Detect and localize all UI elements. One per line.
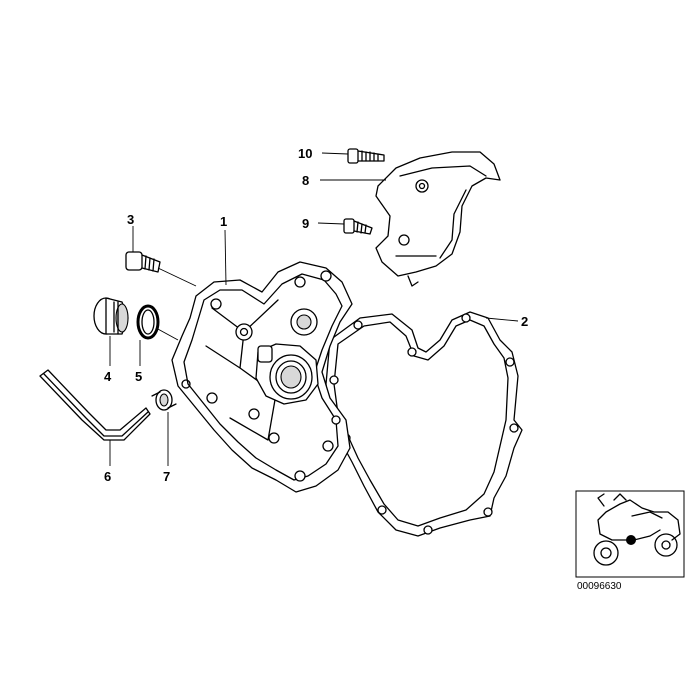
bolt-part-9[interactable]: [343, 218, 373, 235]
callout-labels: 1 2 3 4 5 6 7 8 9 10: [104, 146, 528, 484]
callout-3: 3: [127, 212, 134, 227]
leader-10: [321, 152, 349, 155]
callout-2: 2: [521, 314, 528, 329]
leader-lines: [109, 152, 519, 466]
leader-3b: [157, 267, 197, 287]
callout-10: 10: [298, 146, 312, 161]
leader-1: [224, 229, 227, 286]
callout-4: 4: [104, 369, 112, 384]
hose-clamp-part-7[interactable]: [151, 379, 191, 411]
hose-part-6[interactable]: [39, 369, 151, 441]
sealing-ring-part-5[interactable]: [136, 304, 160, 340]
callout-1: 1: [220, 214, 227, 229]
callout-5: 5: [135, 369, 142, 384]
cover-plate-part-8[interactable]: [375, 151, 501, 287]
callout-8: 8: [302, 173, 309, 188]
callout-9: 9: [302, 216, 309, 231]
callout-7: 7: [163, 469, 170, 484]
leader-2: [485, 317, 519, 322]
bolt-part-10[interactable]: [347, 148, 385, 164]
housing-cover-part-1[interactable]: [171, 261, 353, 493]
plug-part-4[interactable]: [93, 297, 129, 335]
location-thumbnail: [575, 490, 685, 578]
gasket-part-2[interactable]: [325, 311, 523, 537]
motorcycle-icon: [593, 493, 681, 566]
bolt-part-3[interactable]: [125, 251, 161, 273]
callout-6: 6: [104, 469, 111, 484]
leader-5b: [155, 327, 179, 341]
leader-9: [317, 222, 345, 225]
location-marker: [626, 535, 636, 545]
reference-code: 00096630: [577, 581, 622, 592]
